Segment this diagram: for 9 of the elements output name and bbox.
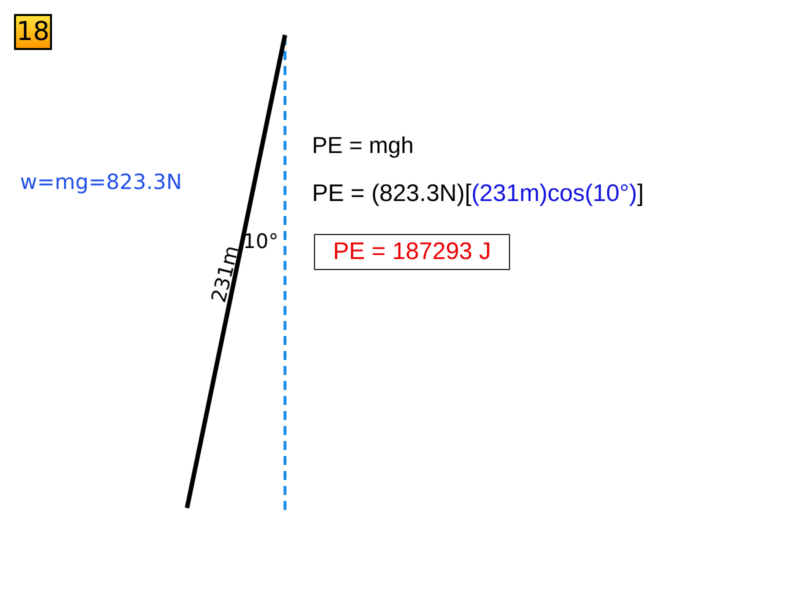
- angle-label: 10°: [243, 229, 278, 253]
- weight-label: w=mg=823.3N: [20, 170, 182, 194]
- formula-text: PE = mgh: [312, 132, 414, 159]
- number-badge: 18: [14, 14, 52, 50]
- length-label: 231m: [206, 243, 244, 305]
- result-box: PE = 187293 J: [314, 234, 510, 270]
- bracket-text: ]: [637, 180, 644, 208]
- formula-text: PE = (823.3N)[: [312, 180, 472, 208]
- height-expression: (231m)cos(10°): [471, 180, 638, 208]
